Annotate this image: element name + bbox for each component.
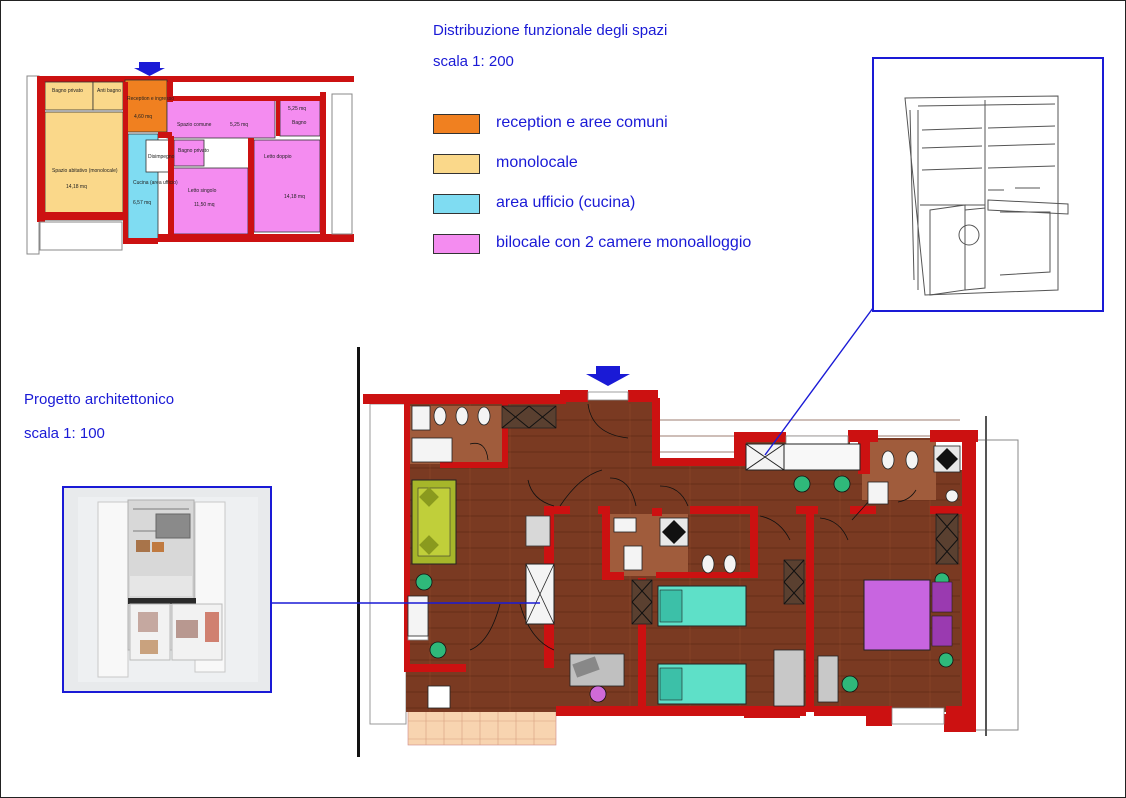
label-bagno: Bagno privato bbox=[52, 88, 83, 94]
legend-label: reception e aree comuni bbox=[496, 114, 668, 131]
legend-label: area ufficio (cucina) bbox=[496, 194, 636, 211]
distribution-scale: scala 1: 200 bbox=[433, 53, 514, 70]
label-monolocale: Spazio abitativo (monolocale) bbox=[52, 168, 118, 174]
bed-double bbox=[863, 579, 931, 651]
label-monolocale-area: 14,18 mq bbox=[66, 184, 87, 190]
legend-swatch bbox=[433, 234, 480, 254]
label-bagno-small: Bagno bbox=[292, 120, 307, 126]
label-spazio-comune: Spazio comune bbox=[177, 122, 212, 128]
entrance-arrow-icon-large bbox=[586, 366, 630, 386]
label-letto-doppio: Letto doppio bbox=[264, 154, 292, 160]
label-letto-doppio-area: 14,18 mq bbox=[284, 194, 305, 200]
entrance-arrow-icon bbox=[134, 62, 165, 76]
room-bagno-privato bbox=[44, 81, 94, 111]
legend-swatch bbox=[433, 154, 480, 174]
project-scale: scala 1: 100 bbox=[24, 425, 105, 442]
kitchenette-line-drawing bbox=[872, 57, 1104, 312]
room-anti-bagno bbox=[92, 81, 124, 111]
label-cucina: Cucina (area ufficio) bbox=[133, 180, 178, 186]
label-reception-area: 4,60 mq bbox=[134, 114, 152, 120]
label-anti-bagno: Anti bagno bbox=[97, 88, 121, 94]
room-reception bbox=[124, 79, 168, 133]
label-letto-singolo: Letto singolo bbox=[188, 188, 217, 194]
label-bagno-small-area: 5,25 mq bbox=[288, 106, 306, 112]
small-floor-plan: Bagno privato Anti bagno Reception e ing… bbox=[26, 62, 354, 255]
distribution-title: Distribuzione funzionale degli spazi bbox=[433, 22, 668, 39]
room-letto-singolo bbox=[171, 167, 249, 235]
kitchenette-photo bbox=[62, 486, 272, 693]
main-floor-plan bbox=[271, 307, 1019, 757]
legend-swatch bbox=[433, 114, 480, 134]
room-spazio-comune bbox=[166, 99, 276, 139]
room-monolocale bbox=[44, 111, 124, 221]
label-spazio-comune-area: 5,25 mq bbox=[230, 122, 248, 128]
label-disimpegno: Disimpegno bbox=[148, 154, 175, 160]
project-title: Progetto architettonico bbox=[24, 391, 175, 408]
label-bagno-privato-2: Bagno privato bbox=[178, 148, 209, 154]
legend-swatch bbox=[433, 194, 480, 214]
legend-label: monolocale bbox=[496, 154, 578, 171]
label-cucina-area: 6,57 mq bbox=[133, 200, 151, 206]
legend-label: bilocale con 2 camere monoalloggio bbox=[496, 234, 752, 251]
label-reception: Reception e ingresso bbox=[127, 96, 174, 102]
label-letto-singolo-area: 11,50 mq bbox=[194, 202, 215, 208]
room-letto-doppio bbox=[253, 139, 321, 233]
